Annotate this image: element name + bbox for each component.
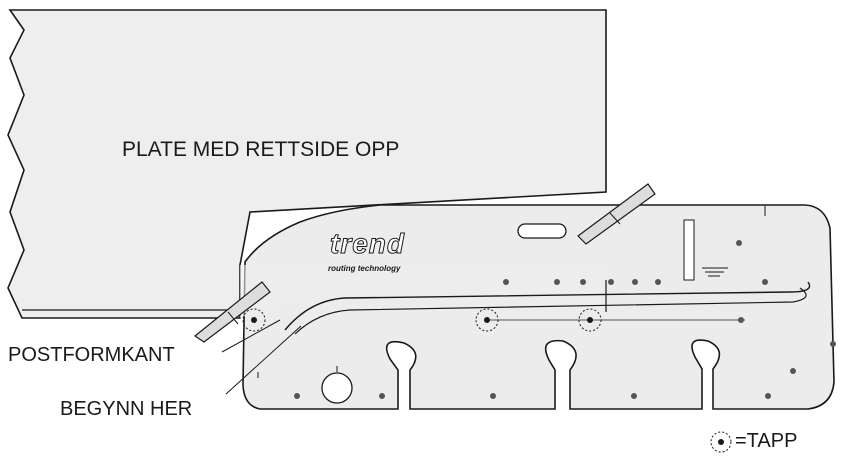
oval-slot — [517, 223, 567, 239]
start-label: BEGYNN HER — [60, 398, 193, 420]
board-overlap — [240, 265, 606, 318]
pin-marker — [242, 308, 266, 332]
jig-hole — [503, 279, 509, 285]
postform-label: POSTFORMKANT — [8, 344, 175, 366]
jig-hole — [631, 393, 637, 399]
jig-hole — [379, 393, 385, 399]
pin-marker — [578, 308, 602, 332]
jig-hole — [632, 279, 638, 285]
jig-hole — [490, 393, 496, 399]
scale-bar — [683, 219, 695, 281]
jig-hole — [738, 317, 744, 323]
router-pin-right — [577, 183, 656, 245]
jig-hole — [765, 393, 771, 399]
jig-hole — [790, 368, 796, 374]
large-hole — [321, 372, 353, 404]
jig-hole — [736, 240, 742, 246]
legend-label: =TAPP — [735, 430, 798, 452]
jig-hole — [608, 279, 614, 285]
pin-dot-icon — [710, 431, 732, 453]
router-pin-left — [193, 281, 271, 343]
guide-slot-inner — [294, 287, 807, 335]
trend-logo-subtitle: routing technology — [328, 264, 401, 273]
trend-logo: trend — [330, 228, 405, 260]
worktop-board — [7, 9, 607, 319]
jig-hole — [580, 279, 586, 285]
board-label: PLATE MED RETTSIDE OPP — [122, 138, 400, 161]
jig-hole — [830, 341, 836, 347]
start-leader — [225, 325, 302, 395]
jig-hole — [294, 393, 300, 399]
jig-hole — [762, 279, 768, 285]
pin-marker — [475, 308, 499, 332]
jig-hole — [655, 279, 661, 285]
guide-slot — [284, 281, 811, 331]
postform-leader — [221, 319, 281, 353]
jig-hole — [554, 279, 560, 285]
